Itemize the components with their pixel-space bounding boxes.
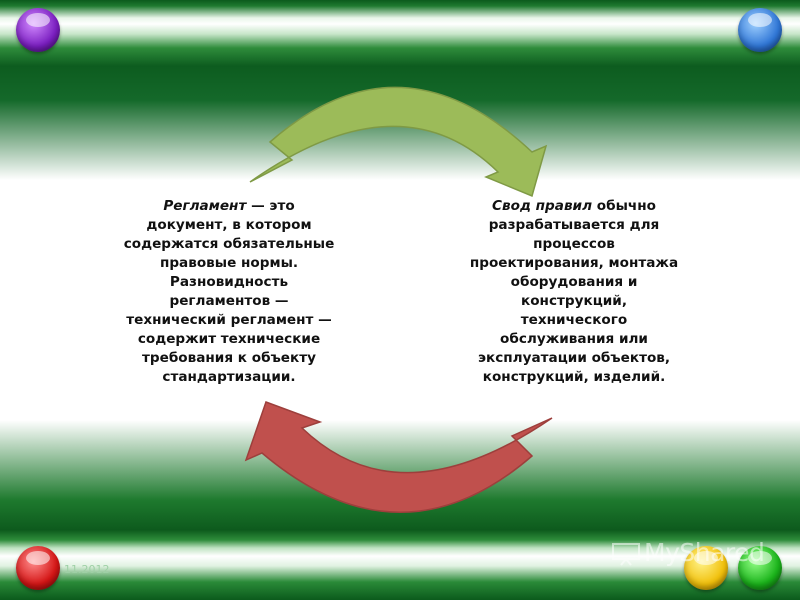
red-orb-icon bbox=[16, 546, 60, 590]
purple-orb-icon bbox=[16, 8, 60, 52]
footer-date: 11.2012 bbox=[64, 563, 110, 576]
regulation-term: Регламент bbox=[163, 198, 247, 214]
regulation-text: — это документ, в котором содержатся обя… bbox=[123, 198, 335, 385]
bottom-arrow bbox=[244, 401, 553, 513]
watermark-text: MyShared bbox=[644, 538, 765, 567]
blue-orb-icon bbox=[738, 8, 782, 52]
top-arrow bbox=[249, 86, 548, 198]
regulation-definition: Регламент — это документ, в котором соде… bbox=[122, 197, 336, 387]
code-of-rules-term: Свод правил bbox=[492, 198, 593, 214]
green-orb-icon bbox=[738, 546, 782, 590]
watermark-logo: MyShared bbox=[610, 538, 765, 567]
code-of-rules-definition: Свод правил обычно разрабатывается для п… bbox=[466, 197, 682, 387]
presentation-icon bbox=[612, 542, 640, 566]
yellow-orb-icon bbox=[684, 546, 728, 590]
code-of-rules-text: обычно разрабатывается для процессов про… bbox=[469, 198, 679, 385]
